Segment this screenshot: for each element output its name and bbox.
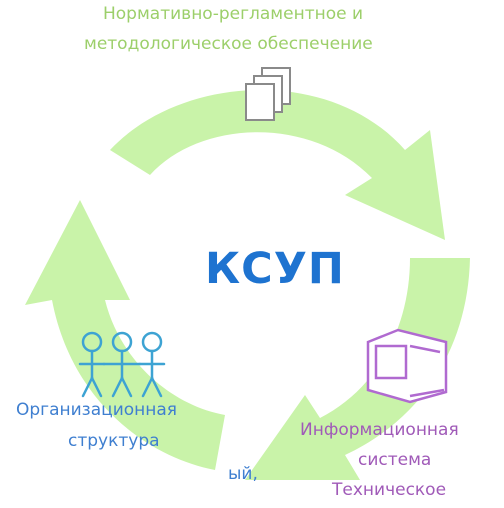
computer-icon [366, 328, 448, 404]
center-label: КСУП [205, 244, 345, 294]
ring-segment-right [245, 258, 470, 480]
left-component-line-2: структура [68, 431, 160, 451]
top-component-line-2: методологическое обеспечение [84, 34, 373, 54]
left-component-line-1: Организационная [16, 400, 178, 420]
right-component-line-1: Информационная [300, 420, 459, 440]
cycle-ring [25, 89, 470, 480]
documents-icon [245, 67, 291, 121]
right-component-line-3: Техническое [332, 480, 447, 500]
top-component-line-1: Нормативно-регламентное и [103, 4, 364, 24]
right-component-line-2: система [358, 450, 432, 470]
ring-segment-left [25, 200, 225, 470]
bottom-fragment-text: ый, [228, 464, 258, 484]
ring-segment-top [110, 89, 445, 240]
people-icon [78, 331, 166, 398]
